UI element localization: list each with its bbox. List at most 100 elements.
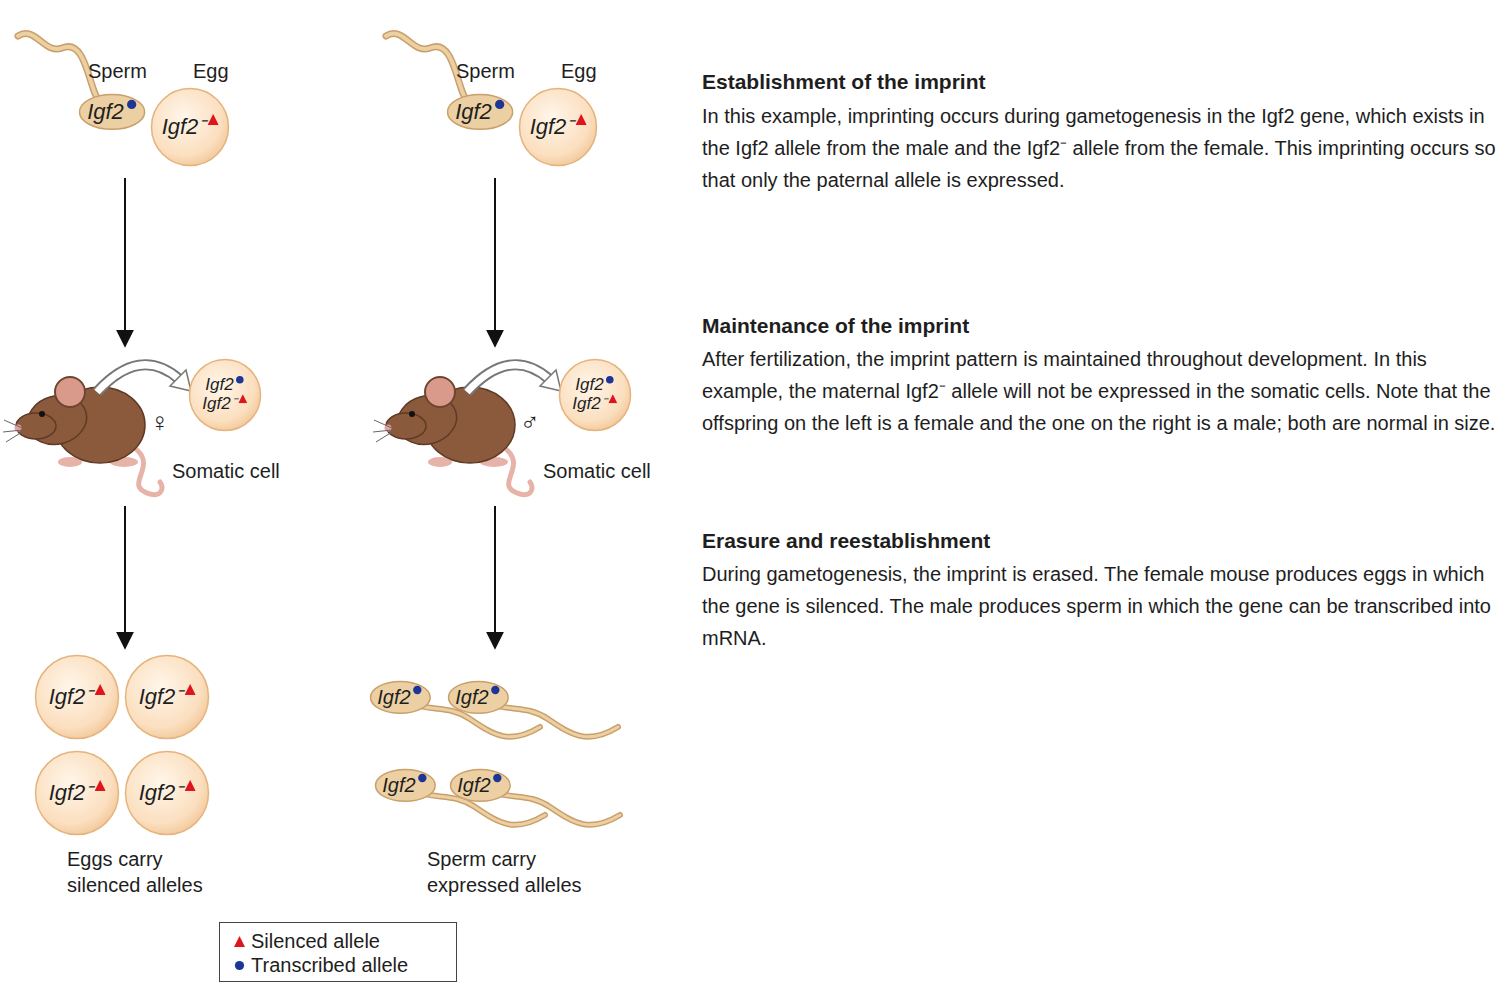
part-label: Somatic cell [172, 458, 280, 484]
cell-shape [126, 656, 209, 739]
silenced-marker [184, 780, 195, 791]
part-label: Sperm [456, 58, 515, 84]
node-texts: Igf2 [455, 100, 505, 124]
allele-line: Igf2⁻ [139, 781, 196, 805]
flow-arrow [124, 506, 126, 648]
allele-name: Igf2⁻ [49, 781, 93, 805]
allele-name: Igf2⁻ [139, 685, 183, 709]
section-heading: Establishment of the imprint [702, 68, 986, 95]
egg-cell: Igf2⁻ [150, 87, 230, 167]
transcribed-marker [606, 375, 615, 384]
allele-line: Igf2⁻ [202, 395, 247, 414]
allele-name: Igf2 [382, 774, 415, 796]
blue-dot [413, 686, 421, 694]
allele-line: Igf2 [382, 774, 427, 796]
section-text: After fertilization, the imprint pattern… [702, 343, 1498, 439]
silenced-marker [234, 936, 245, 947]
allele-name: Igf2 [205, 376, 233, 395]
red-triangle [184, 780, 195, 791]
transcribed-marker [418, 773, 428, 783]
transcribed-marker [493, 773, 503, 783]
sperm-head: Igf2 [449, 768, 512, 803]
cell-shape [152, 89, 229, 166]
allele-name: Igf2 [87, 100, 124, 124]
node-texts: Igf2 [382, 774, 427, 796]
sperm-head: Igf2 [78, 93, 146, 131]
flow-arrow [494, 178, 496, 346]
legend-entry: Silenced allele [234, 929, 446, 953]
node-texts: Igf2⁻ [530, 115, 587, 139]
section-heading: Maintenance of the imprint [702, 312, 969, 339]
sperm-head-shape [370, 681, 430, 713]
allele-line: Igf2⁻ [530, 115, 587, 139]
red-triangle [239, 394, 248, 403]
sperm-head: Igf2 [374, 768, 437, 803]
allele-line: Igf2⁻ [139, 685, 196, 709]
allele-line: Igf2⁻ [162, 115, 219, 139]
silenced-marker [207, 114, 218, 125]
blue-dot [495, 100, 504, 109]
sperm-head: Igf2 [447, 680, 510, 715]
mouse [373, 377, 532, 495]
sperm-head: Igf2 [369, 680, 432, 715]
allele-name: Igf2 [457, 774, 490, 796]
sperm-head-shape [375, 769, 435, 801]
transcribed-marker [413, 685, 423, 695]
node-texts: Igf2 [87, 100, 137, 124]
sperm-head-shape [79, 95, 144, 130]
sperm-head-shape [450, 769, 510, 801]
caption-text: Eggs carry silenced alleles [67, 846, 235, 898]
transcribed-marker [126, 99, 137, 110]
zoom-arrow [97, 365, 191, 392]
cell-shape [36, 656, 119, 739]
red-triangle [94, 780, 105, 791]
section-heading: Erasure and reestablishment [702, 527, 990, 554]
node-texts: Igf2⁻ [49, 781, 106, 805]
allele-name: Igf2 [377, 686, 410, 708]
section-text: In this example, imprinting occurs durin… [702, 100, 1498, 196]
part-label: Egg [193, 58, 229, 84]
blue-dot [493, 774, 501, 782]
allele-line: Igf2 [455, 100, 505, 124]
allele-name: Igf2 [455, 100, 492, 124]
legend-box: Silenced alleleTranscribed allele [219, 922, 457, 982]
somatic-cell: Igf2Igf2⁻ [558, 358, 632, 432]
sex-symbol: ♀ [150, 406, 170, 440]
transcribed-marker [491, 685, 501, 695]
egg-cell: Igf2⁻ [124, 654, 210, 740]
silenced-marker [184, 684, 195, 695]
egg-cell: Igf2⁻ [34, 654, 120, 740]
red-triangle [234, 936, 245, 947]
blue-dot [491, 686, 499, 694]
silenced-marker [609, 394, 618, 403]
sperm-head-shape [447, 95, 512, 130]
allele-line: Igf2 [455, 686, 500, 708]
allele-line: Igf2 [87, 100, 137, 124]
silenced-marker [94, 684, 105, 695]
red-triangle [575, 114, 586, 125]
allele-line: Igf2 [457, 774, 502, 796]
allele-name: Igf2⁻ [572, 395, 606, 414]
allele-line: Igf2⁻ [572, 395, 617, 414]
transcribed-marker [234, 960, 245, 971]
blue-dot [127, 100, 136, 109]
cell-shape [126, 752, 209, 835]
caption-text: Sperm carry expressed alleles [427, 846, 613, 898]
blue-dot [236, 376, 244, 384]
blue-dot [418, 774, 426, 782]
silenced-marker [239, 394, 248, 403]
allele-name: Igf2⁻ [49, 685, 93, 709]
egg-cell: Igf2⁻ [124, 750, 210, 836]
sperm-head: Igf2 [446, 93, 514, 131]
allele-name: Igf2 [455, 686, 488, 708]
allele-name: Igf2⁻ [530, 115, 574, 139]
allele-name: Igf2⁻ [202, 395, 236, 414]
node-texts: Igf2⁻ [139, 781, 196, 805]
node-texts: Igf2 [377, 686, 422, 708]
egg-cell: Igf2⁻ [34, 750, 120, 836]
cell-shape [560, 360, 631, 431]
egg-cell: Igf2⁻ [518, 87, 598, 167]
allele-name: Igf2⁻ [162, 115, 206, 139]
legend-text: Silenced allele [251, 929, 380, 953]
